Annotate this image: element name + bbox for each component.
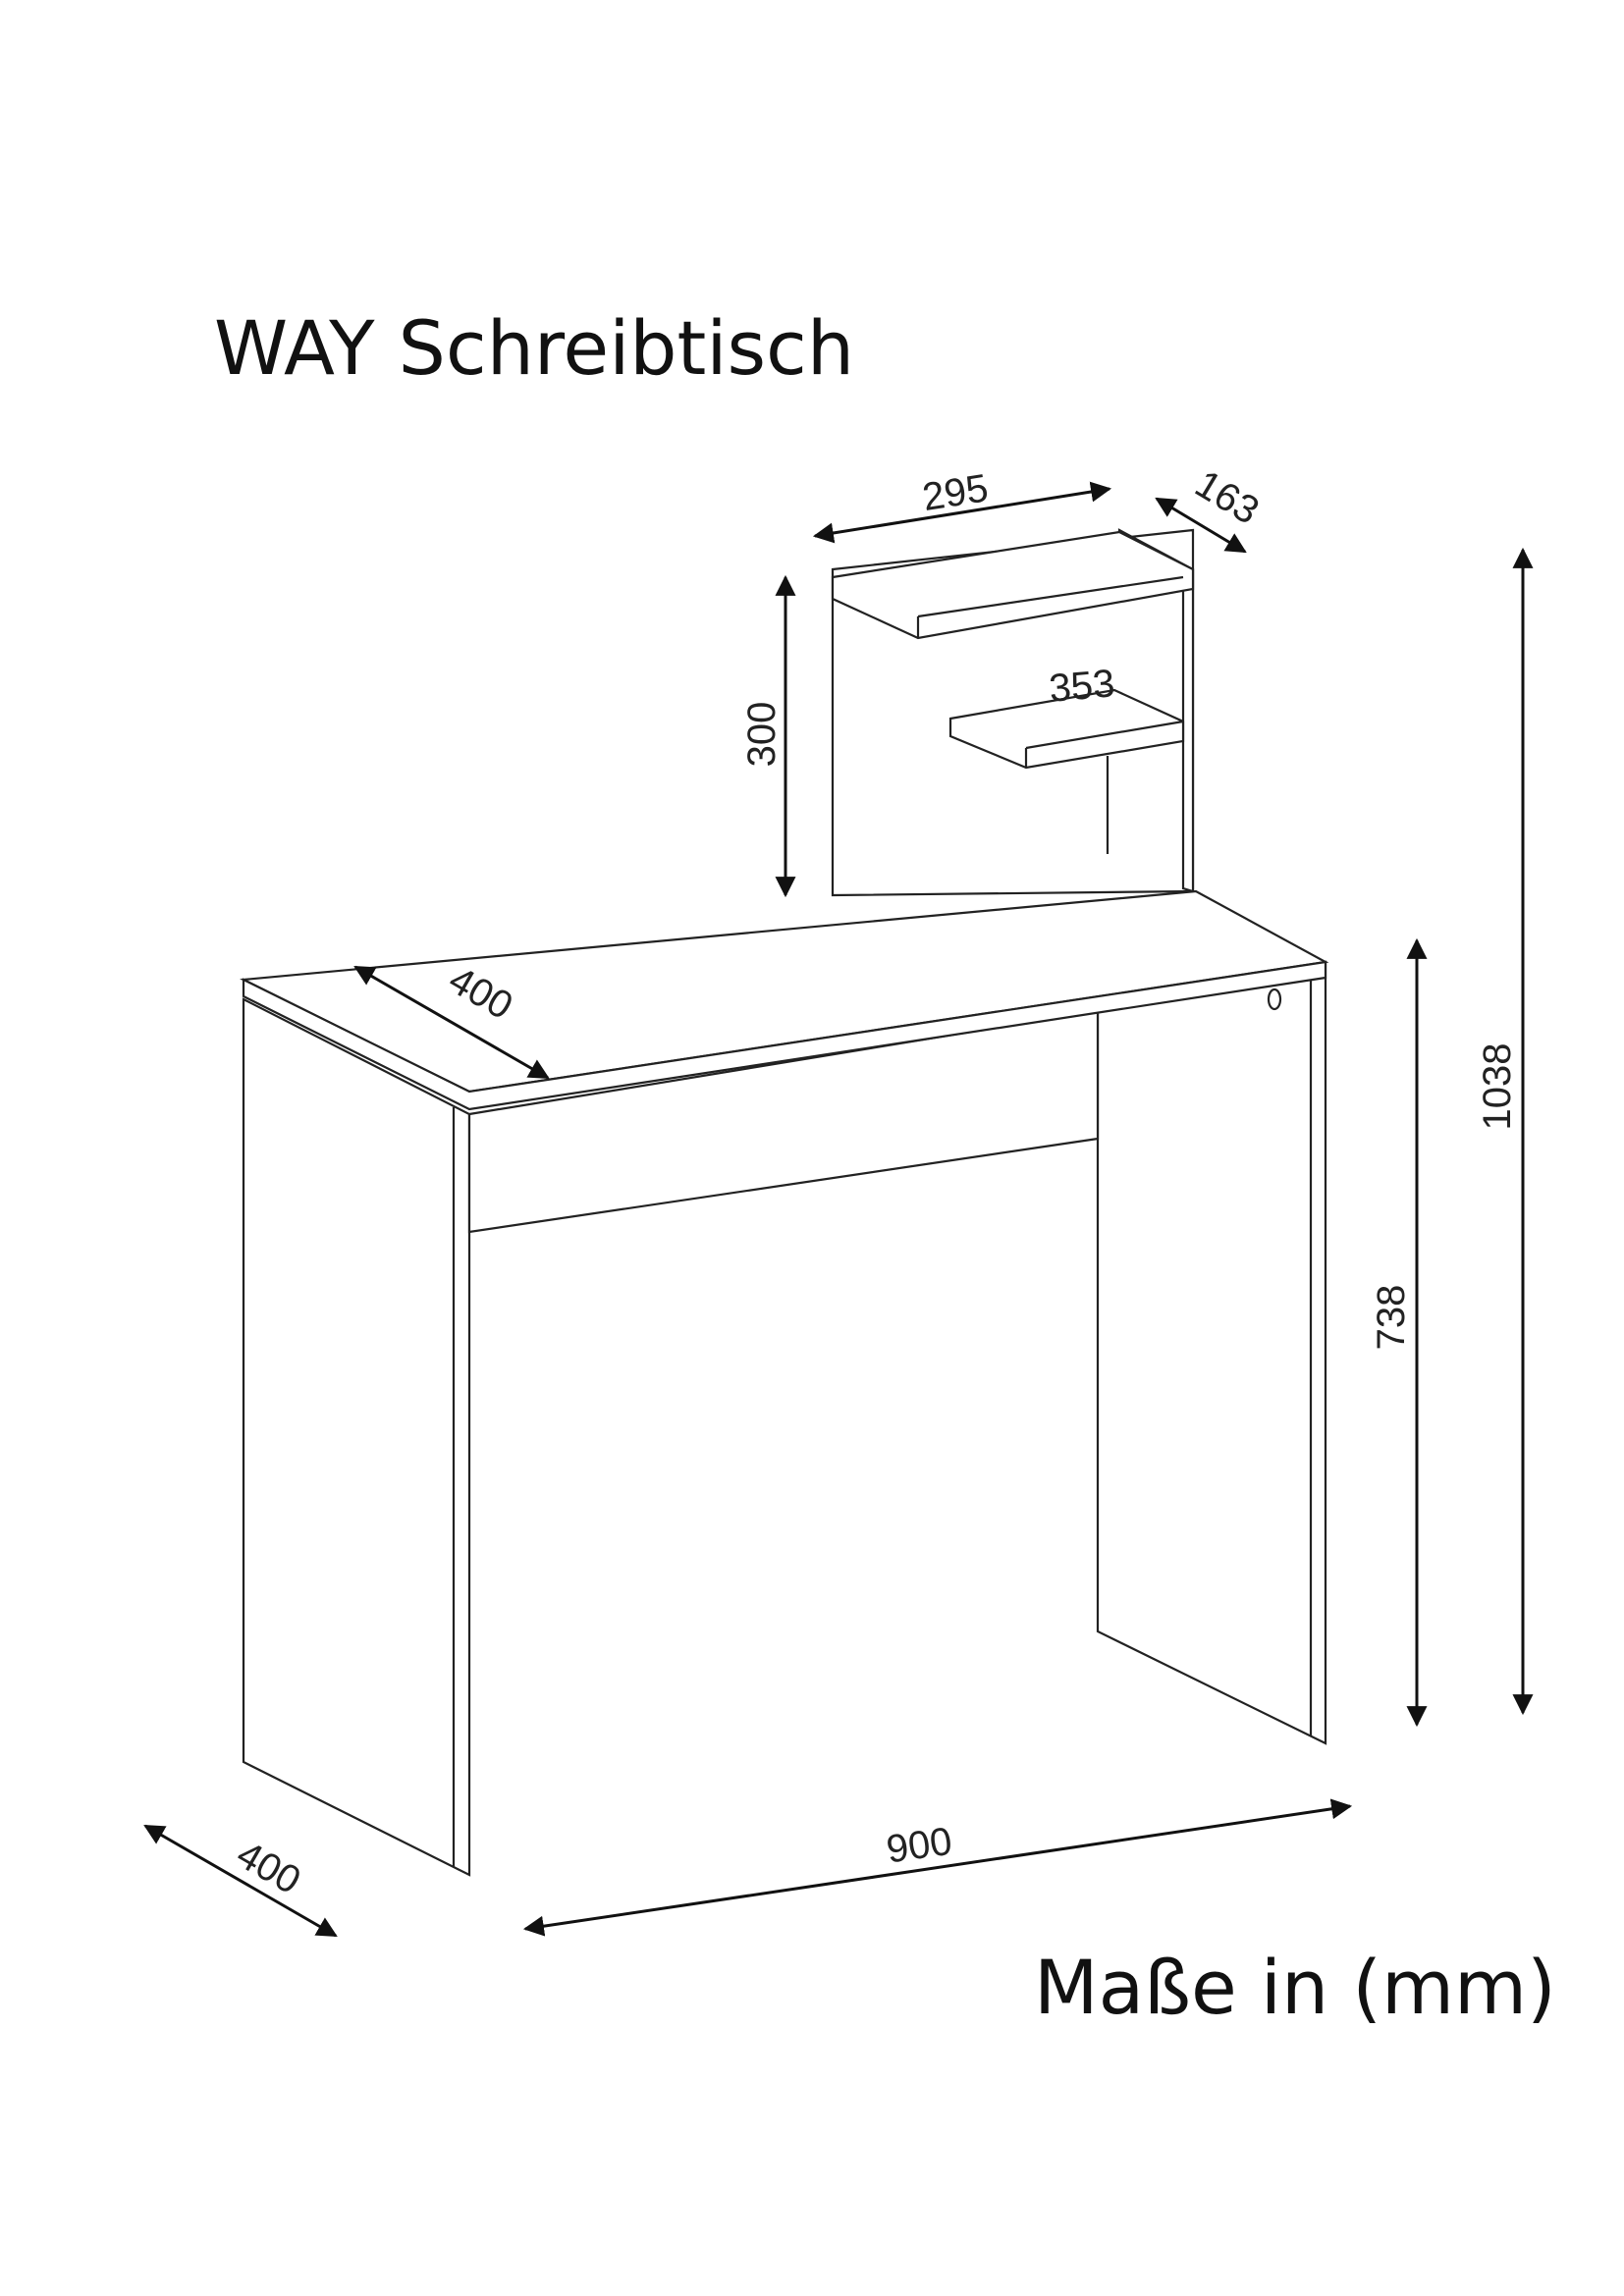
shelf-depth-arrow <box>1155 497 1247 554</box>
shelf-width-label: 295 <box>920 466 992 519</box>
hutch-middle-shelf-edge <box>1025 720 1184 750</box>
shelf-width-arrow <box>812 481 1112 544</box>
hutch-top-shelf <box>831 530 1195 640</box>
desk <box>240 889 1329 1877</box>
units-note: Maße in (mm) <box>1034 1944 1556 2031</box>
top-depth-arrow <box>353 965 550 1080</box>
hutch-top-shelf-edge <box>917 575 1184 618</box>
shelf-depth-label: 163 <box>1188 462 1267 533</box>
desk-top-front-edge <box>242 960 1327 1111</box>
desk-right-panel <box>1096 960 1327 1745</box>
desk-height-label: 738 <box>1370 1285 1413 1351</box>
hutch <box>831 528 1195 897</box>
side-depth-label: 400 <box>230 1833 308 1902</box>
side-depth-arrow <box>143 1824 338 1938</box>
desk-width-arrow <box>522 1798 1353 1937</box>
desk-cable-hole <box>1267 988 1282 1011</box>
hutch-height-label: 300 <box>740 702 784 768</box>
drawing-title: WAY Schreibtisch <box>214 304 855 392</box>
hutch-middle-shelf <box>948 688 1185 770</box>
desk-left-panel <box>242 997 471 1877</box>
upper-shelf-width-label: 353 <box>1048 662 1116 711</box>
dimension-lines <box>143 481 1534 1938</box>
desk-width-label: 900 <box>884 1820 954 1872</box>
total-height-label: 1038 <box>1476 1043 1519 1131</box>
